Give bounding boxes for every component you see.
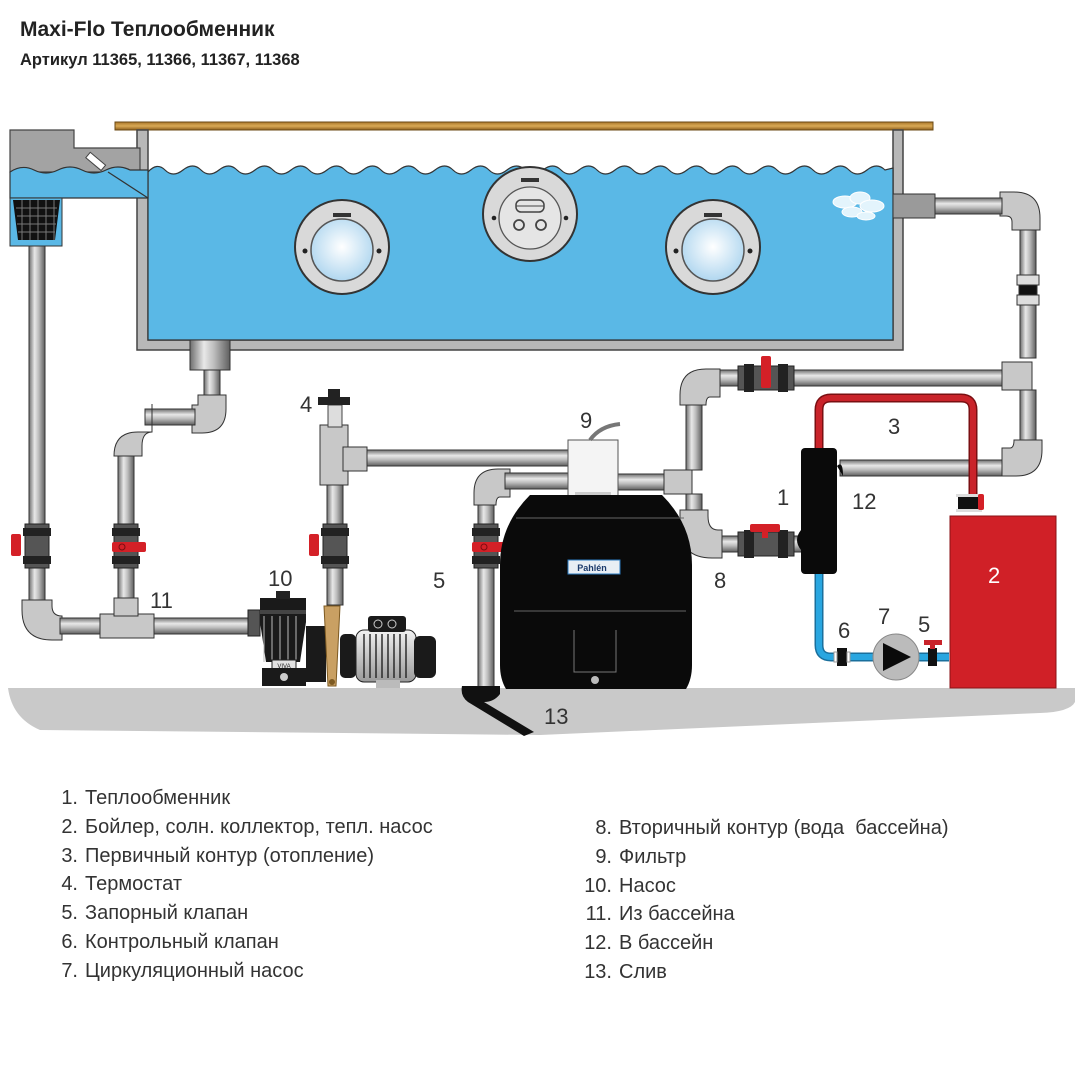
main-drain — [189, 339, 231, 371]
legend-text: Циркуляционный насос — [85, 959, 304, 982]
legend-text: Слив — [619, 960, 667, 983]
legend-item: 8. Вторичный контур (вода бассейна) — [572, 814, 948, 843]
legend-item: 12. В бассейн — [572, 929, 948, 958]
legend-item: 10. Насос — [572, 872, 948, 901]
callout-3: 3 — [888, 414, 900, 439]
filter-brand-label: Pahlén — [577, 563, 607, 573]
filter-pump: VIVA — [247, 591, 436, 688]
circulation-pump — [872, 633, 920, 681]
union-fitting — [1016, 274, 1040, 306]
legend-item: 7. Циркуляционный насос — [52, 957, 433, 986]
ball-valve-main-drain[interactable] — [112, 523, 146, 569]
pool-light-right — [665, 199, 761, 295]
massage-jet-panel — [482, 166, 578, 262]
legend-item: 11. Из бассейна — [572, 900, 948, 929]
heat-exchanger — [801, 448, 837, 574]
legend-text: Запорный клапан — [85, 902, 249, 925]
callout-13: 13 — [544, 704, 568, 729]
legend-text: Контрольный клапан — [85, 930, 279, 953]
callout-6: 6 — [838, 618, 850, 643]
legend-text: Насос — [619, 874, 676, 897]
legend-text: Термостат — [85, 873, 182, 896]
legend-number: 7. — [61, 959, 78, 982]
legend-item: 13. Слив — [572, 958, 948, 987]
check-valve — [833, 648, 851, 666]
legend-item: 1. Теплообменник — [52, 784, 433, 813]
legend-left: 1. Теплообменник 2. Бойлер, солн. коллекто… — [52, 784, 433, 986]
legend-text: Бойлер, солн. коллектор, тепл. насос — [85, 815, 433, 838]
callout-5-main: 5 — [433, 568, 445, 593]
shutoff-valve-secondary[interactable] — [924, 640, 942, 666]
pool-light-left — [294, 199, 390, 295]
legend-text: Из бассейна — [619, 903, 735, 926]
boiler — [949, 515, 1057, 689]
legend-item: 2. Бойлер, солн. коллектор, тепл. насос — [52, 813, 433, 842]
ball-valve-pump-outlet[interactable] — [309, 523, 349, 569]
pool-pipework — [21, 191, 1043, 689]
legend-number: 13. — [584, 960, 612, 983]
legend-item: 5. Запорный клапан — [52, 899, 433, 928]
legend-text: Вторичный контур (вода бассейна) — [619, 817, 949, 839]
legend-number: 4. — [61, 873, 78, 896]
legend-number: 12. — [584, 932, 612, 955]
legend-right: 8. Вторичный контур (вода бассейна) 9. Фил… — [572, 814, 948, 987]
ball-valve-hx-inlet[interactable] — [737, 524, 795, 558]
legend-text: Фильтр — [619, 845, 687, 868]
ball-valve-skimmer[interactable] — [11, 523, 51, 569]
callout-labels: 1 2 3 4 5 5 6 7 8 9 10 11 12 13 — [150, 392, 1000, 729]
legend-text: Теплообменник — [85, 787, 231, 809]
legend-text: Первичный контур (отопление) — [85, 844, 374, 867]
skimmer-basket-icon — [13, 200, 60, 240]
legend-item: 4. Термостат — [52, 870, 433, 899]
legend-number: 6. — [61, 930, 78, 953]
pool-deck — [114, 121, 934, 131]
callout-11: 11 — [150, 588, 173, 613]
thermostat-icon — [318, 389, 350, 428]
pool-heat-exchanger-diagram: VIVA Pahlén — [8, 121, 1075, 736]
drain-outlet — [461, 686, 534, 736]
skimmer — [9, 129, 149, 247]
legend-number: 1. — [61, 787, 78, 809]
legend-number: 3. — [61, 844, 78, 867]
legend-number: 9. — [595, 845, 612, 868]
ball-valve-drain[interactable] — [472, 523, 506, 569]
legend-number: 11. — [585, 903, 612, 926]
legend-text: В бассейн — [619, 932, 714, 955]
callout-7: 7 — [878, 604, 890, 629]
return-bubbles-icon — [832, 191, 885, 221]
ball-valve-bypass[interactable] — [737, 356, 795, 392]
diagram-title: Maxi-Flo Теплообменник — [20, 18, 275, 41]
legend-number: 10. — [584, 874, 612, 897]
legend-item: 3. Первичный контур (отопление) — [52, 842, 433, 871]
article-numbers: Артикул 11365, 11366, 11367, 11368 — [20, 51, 300, 69]
legend-item: 9. Фильтр — [572, 843, 948, 872]
shutoff-valve-primary[interactable] — [956, 494, 984, 512]
primary-circuit-pipe — [814, 393, 978, 498]
ground-slab — [8, 688, 1075, 735]
callout-4: 4 — [300, 392, 312, 417]
legend-number: 5. — [61, 902, 78, 925]
legend-item: 6. Контрольный клапан — [52, 928, 433, 957]
callout-9: 9 — [580, 408, 592, 433]
callout-5-secondary: 5 — [918, 612, 930, 637]
callout-8: 8 — [714, 568, 726, 593]
callout-2: 2 — [988, 563, 1000, 588]
callout-10: 10 — [268, 566, 292, 591]
callout-1: 1 — [777, 485, 789, 510]
legend-number: 2. — [61, 815, 78, 838]
sand-filter: Pahlén — [500, 422, 692, 689]
callout-12: 12 — [852, 489, 876, 514]
pump-badge: VIVA — [277, 664, 290, 670]
legend-number: 8. — [595, 817, 612, 839]
